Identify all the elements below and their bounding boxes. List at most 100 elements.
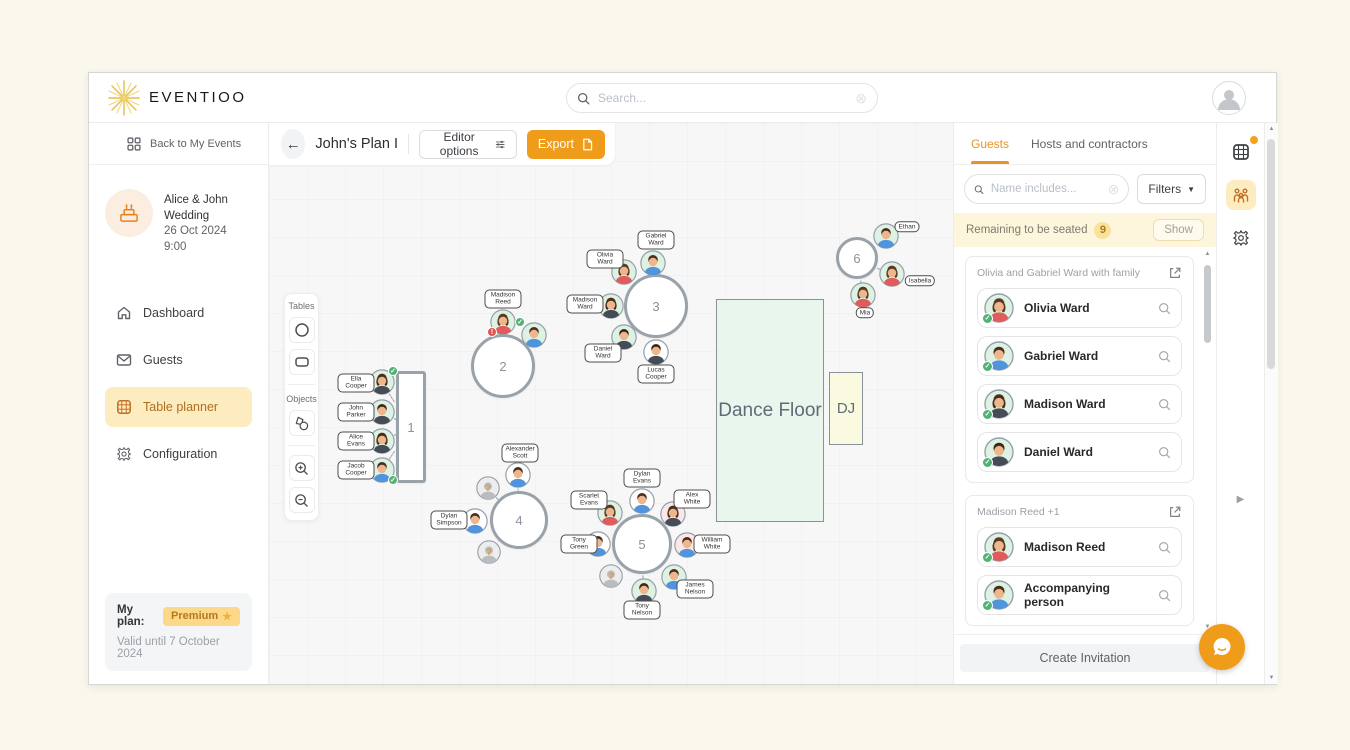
scroll-thumb[interactable] — [1267, 139, 1275, 369]
table-6[interactable]: 6 — [836, 237, 878, 279]
collapse-panel-chevron[interactable]: ▶ — [1236, 494, 1245, 505]
table-2[interactable]: 2 — [471, 334, 535, 398]
global-search[interactable]: ⊗ — [566, 83, 878, 113]
seat-name-label[interactable]: Jacob Cooper — [337, 460, 375, 480]
page-scrollbar[interactable]: ▲ ▼ — [1264, 123, 1278, 684]
global-search-input[interactable] — [598, 91, 848, 105]
seat-alexander-scott[interactable] — [505, 462, 531, 488]
seat-name-label[interactable]: William White — [693, 534, 731, 554]
back-button[interactable]: ← — [281, 129, 306, 159]
seat-tony-nelson[interactable] — [631, 578, 657, 604]
clear-guest-search-icon[interactable]: ⊗ — [1107, 180, 1120, 197]
guest-list-item[interactable]: ✓ Madison Ward — [977, 384, 1182, 424]
table-5[interactable]: 5 — [612, 514, 672, 574]
add-round-table-button[interactable] — [288, 317, 315, 343]
seat-madison-reed[interactable]: !✓ — [487, 309, 525, 337]
seat-jacob-cooper[interactable]: ✓ — [369, 457, 398, 485]
editor-options-button[interactable]: Editor options — [418, 129, 517, 159]
seat-name-label[interactable]: Dylan Evans — [623, 468, 661, 488]
seat-alice-evans[interactable] — [369, 428, 395, 454]
seat-guest[interactable]: ? — [599, 564, 623, 588]
seat-name-label[interactable]: Daniel Ward — [584, 343, 622, 363]
table-3[interactable]: 3 — [624, 274, 688, 338]
guest-list-item[interactable]: ✓ Accompanying person — [977, 575, 1182, 615]
rail-table-planner-button[interactable] — [1226, 136, 1258, 167]
sidebar-item-configuration[interactable]: Configuration — [105, 434, 252, 474]
show-remaining-button[interactable]: Show — [1153, 219, 1204, 241]
seat-name-label[interactable]: Mia — [855, 307, 875, 319]
rail-settings-button[interactable] — [1226, 223, 1256, 253]
locate-guest-icon[interactable] — [1158, 446, 1171, 459]
seat-lucas-cooper[interactable] — [643, 339, 669, 365]
seat-dylan-simpson[interactable] — [462, 508, 488, 534]
seat-dylan-evans[interactable] — [629, 488, 655, 514]
seat-isabella[interactable] — [879, 261, 905, 287]
seat-daniel-ward[interactable] — [611, 324, 637, 350]
event-card[interactable]: Alice & John Wedding 26 Oct 2024 9:00 — [89, 165, 268, 255]
seat-guest[interactable]: ? — [477, 540, 501, 564]
table-planner-canvas[interactable]: ← John's Plan I Editor options Export Ta… — [269, 123, 953, 684]
locate-guest-icon[interactable] — [1158, 398, 1171, 411]
external-link-icon[interactable] — [1168, 505, 1182, 519]
seat-name-label[interactable]: Dylan Simpson — [430, 510, 468, 530]
locate-guest-icon[interactable] — [1158, 589, 1171, 602]
sidebar-item-dashboard[interactable]: Dashboard — [105, 293, 252, 333]
sidebar-item-table-planner[interactable]: Table planner — [105, 387, 252, 428]
seat-name-label[interactable]: Ella Cooper — [337, 373, 375, 393]
seat-madison-ward[interactable] — [598, 293, 624, 319]
back-to-events-button[interactable]: Back to My Events — [89, 123, 268, 165]
zoom-in-button[interactable] — [288, 455, 315, 481]
list-scrollbar[interactable]: ▲▼ — [1204, 251, 1211, 630]
locate-guest-icon[interactable] — [1158, 302, 1171, 315]
seat-name-label[interactable]: Isabella — [904, 275, 936, 287]
scroll-up-arrow[interactable]: ▲ — [1268, 126, 1275, 132]
seat-name-label[interactable]: Madison Reed — [484, 289, 522, 309]
seat-name-label[interactable]: Tony Nelson — [623, 600, 661, 620]
guest-search[interactable]: ⊗ — [964, 174, 1130, 204]
seat-name-label[interactable]: Olivia Ward — [586, 249, 624, 269]
guest-list-item[interactable]: ✓ Madison Reed — [977, 527, 1182, 567]
plan-title[interactable]: John's Plan I — [315, 136, 398, 152]
seat-mia[interactable] — [850, 282, 876, 308]
guest-search-input[interactable] — [990, 183, 1101, 195]
filters-button[interactable]: Filters▼ — [1137, 174, 1206, 204]
guest-list-item[interactable]: ✓ Gabriel Ward — [977, 336, 1182, 376]
dj-booth[interactable]: DJ — [829, 372, 863, 445]
seat-name-label[interactable]: Lucas Cooper — [637, 364, 675, 384]
add-object-button[interactable] — [288, 410, 315, 436]
chat-support-button[interactable] — [1199, 624, 1245, 670]
external-link-icon[interactable] — [1168, 266, 1182, 280]
clear-search-icon[interactable]: ⊗ — [855, 89, 867, 106]
seat-name-label[interactable]: Ethan — [894, 221, 920, 233]
seat-ella-cooper[interactable]: ✓ — [369, 366, 398, 395]
seat-name-label[interactable]: John Parker — [337, 402, 375, 422]
seat-name-label[interactable]: Alex White — [673, 489, 711, 509]
add-rect-table-button[interactable] — [288, 349, 315, 375]
seat-william-white[interactable] — [674, 532, 700, 558]
user-avatar[interactable] — [1212, 81, 1246, 115]
scroll-down-arrow[interactable]: ▼ — [1268, 675, 1275, 681]
table-1[interactable]: 1 — [396, 371, 426, 483]
guest-list-item[interactable]: ✓ Olivia Ward — [977, 288, 1182, 328]
export-button[interactable]: Export — [526, 129, 605, 159]
seat-name-label[interactable]: James Nelson — [676, 579, 714, 599]
seat-name-label[interactable]: Alexander Scott — [501, 443, 539, 463]
sidebar-item-guests[interactable]: Guests — [105, 340, 252, 380]
seat-guest[interactable]: ? — [476, 476, 500, 500]
seat-scarlet-evans[interactable] — [597, 500, 623, 526]
seat-guest[interactable] — [521, 322, 547, 348]
create-invitation-button[interactable]: Create Invitation — [960, 644, 1210, 672]
rail-guests-button[interactable] — [1225, 180, 1256, 210]
seat-name-label[interactable]: Tony Green — [560, 534, 598, 554]
table-4[interactable]: 4 — [490, 491, 548, 549]
guest-groups-list[interactable]: Olivia and Gabriel Ward with family ✓ Ol… — [954, 247, 1216, 634]
locate-guest-icon[interactable] — [1158, 541, 1171, 554]
dance-floor[interactable]: Dance Floor — [716, 299, 824, 522]
seat-name-label[interactable]: Madison Ward — [566, 294, 604, 314]
guest-list-item[interactable]: ✓ Daniel Ward — [977, 432, 1182, 472]
seat-name-label[interactable]: Scarlet Evans — [570, 490, 608, 510]
seat-name-label[interactable]: Gabriel Ward — [637, 230, 675, 250]
tab-hosts-contractors[interactable]: Hosts and contractors — [1031, 136, 1148, 151]
seat-gabriel-ward[interactable] — [640, 250, 666, 276]
seat-ethan[interactable] — [873, 223, 899, 249]
